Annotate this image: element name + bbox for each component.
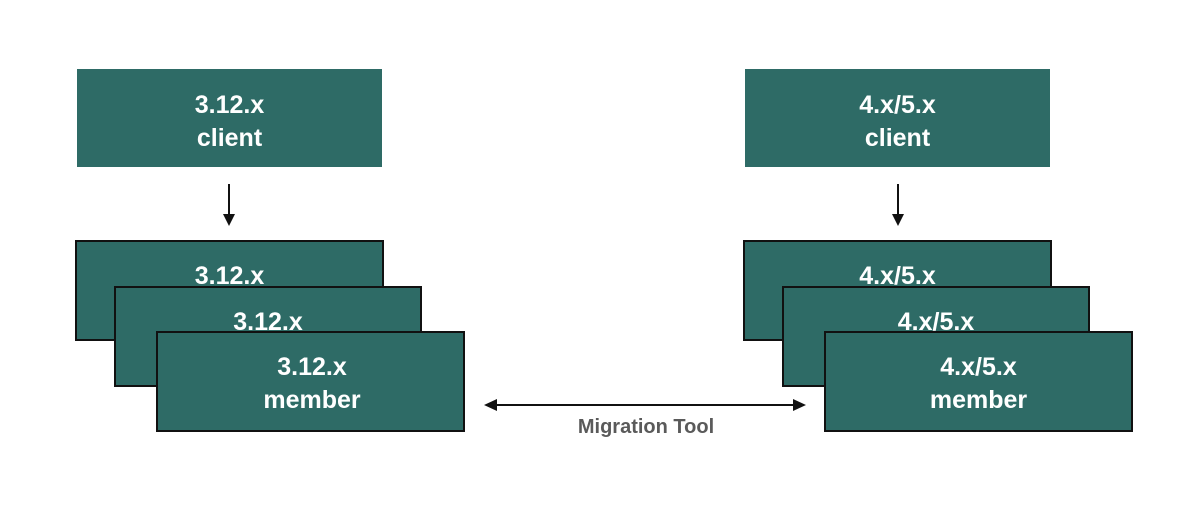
migration-tool-label: Migration Tool bbox=[577, 416, 715, 438]
left-member-3-version: 3.12.x bbox=[277, 353, 347, 381]
left-member-1-version: 3.12.x bbox=[194, 262, 265, 290]
migration-arrowhead-right bbox=[793, 399, 806, 411]
left-member-3-role: member bbox=[263, 386, 361, 414]
left-member-box-3: 3.12.x member bbox=[156, 331, 465, 432]
right-client-box: 4.x/5.x client bbox=[745, 69, 1050, 167]
right-member-1-version: 4.x/5.x bbox=[859, 262, 936, 290]
left-client-box: 3.12.x client bbox=[77, 69, 382, 167]
right-client-role: client bbox=[864, 124, 931, 152]
left-arrowhead bbox=[223, 214, 235, 226]
left-client-role: client bbox=[196, 124, 263, 152]
right-member-3-role: member bbox=[929, 386, 1028, 414]
migration-arrowhead-left bbox=[484, 399, 497, 411]
right-member-box-3: 4.x/5.x member bbox=[824, 331, 1133, 432]
right-member-3-version: 4.x/5.x bbox=[940, 353, 1017, 381]
right-client-version: 4.x/5.x bbox=[859, 91, 936, 119]
right-arrowhead bbox=[892, 214, 904, 226]
left-client-version: 3.12.x bbox=[194, 91, 265, 119]
